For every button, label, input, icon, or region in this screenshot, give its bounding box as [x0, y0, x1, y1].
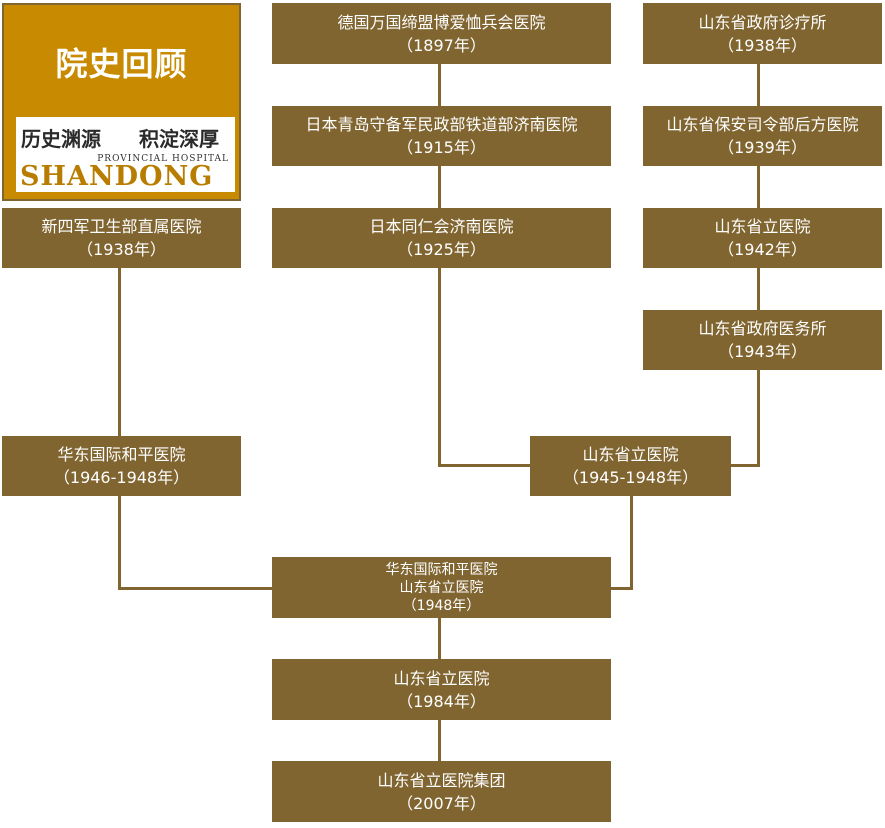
history-title: 院史回顾: [55, 45, 188, 83]
node-name: 山东省政府诊疗所: [698, 12, 827, 32]
node-provincial-1984: 山东省立医院 （1984年）: [272, 659, 611, 720]
connector-line: [118, 587, 273, 590]
connector-line: [757, 268, 760, 310]
node-year: （2007年）: [397, 793, 486, 813]
node-name-line2: 山东省立医院: [399, 579, 484, 596]
node-year: （1984年）: [397, 691, 486, 711]
connector-line: [438, 719, 441, 762]
connector-line: [118, 268, 121, 436]
node-year: （1946-1948年）: [53, 468, 190, 487]
subtitle-en: PROVINCIAL HOSPITAL: [97, 154, 229, 164]
node-name-line1: 华东国际和平医院: [385, 561, 498, 578]
node-japan-tongren-hospital: 日本同仁会济南医院 （1925年）: [272, 208, 611, 268]
connector-line: [118, 495, 121, 589]
node-name: 德国万国缔盟博爱恤兵会医院: [337, 12, 546, 32]
node-year: （1897年）: [397, 35, 486, 55]
node-year: （1938年）: [718, 35, 807, 55]
node-name: 山东省立医院: [582, 445, 679, 464]
node-year: （1943年）: [718, 342, 807, 361]
connector-line: [729, 464, 760, 467]
node-year: （1948年）: [402, 597, 481, 614]
node-merged-1948: 华东国际和平医院 山东省立医院 （1948年）: [272, 557, 611, 618]
connector-line: [438, 464, 532, 467]
node-name: 华东国际和平医院: [57, 445, 186, 464]
node-name: 日本青岛守备军民政部铁道部济南医院: [305, 115, 578, 134]
history-title-card: 院史回顾 历史渊源 积淀深厚 PROVINCIAL HOSPITAL SHAND…: [2, 3, 241, 201]
title-logo-panel: 历史渊源 积淀深厚 PROVINCIAL HOSPITAL SHANDONG: [16, 117, 235, 192]
node-name: 新四军卫生部直属医院: [41, 217, 202, 236]
connector-line: [438, 268, 441, 467]
node-name: 日本同仁会济南医院: [369, 217, 514, 236]
node-year: （1938年）: [77, 240, 166, 259]
node-xinsijun-hospital: 新四军卫生部直属医院 （1938年）: [2, 208, 241, 268]
connector-line: [757, 64, 760, 107]
node-security-rear-hospital: 山东省保安司令部后方医院 （1939年）: [643, 106, 882, 166]
node-name: 山东省政府医务所: [698, 319, 827, 338]
node-name: 山东省立医院集团: [377, 770, 506, 790]
node-group-2007: 山东省立医院集团 （2007年）: [272, 761, 611, 822]
node-year: （1942年）: [718, 240, 807, 259]
node-year: （1939年）: [718, 138, 807, 157]
connector-line: [757, 166, 760, 208]
connector-line: [438, 64, 441, 107]
slogan-right: 积淀深厚: [139, 127, 219, 151]
node-name: 山东省立医院: [714, 217, 811, 236]
node-name: 山东省保安司令部后方医院: [666, 115, 859, 134]
node-gov-medical-office: 山东省政府医务所 （1943年）: [643, 310, 882, 370]
node-year: （1925年）: [397, 240, 486, 259]
connector-line: [757, 370, 760, 467]
node-provincial-1942: 山东省立医院 （1942年）: [643, 208, 882, 268]
node-provincial-1945: 山东省立医院 （1945-1948年）: [530, 436, 731, 496]
node-huadong-peace-hospital: 华东国际和平医院 （1946-1948年）: [2, 436, 241, 496]
connector-line: [438, 166, 441, 208]
node-name: 山东省立医院: [393, 668, 490, 688]
node-japan-railway-hospital: 日本青岛守备军民政部铁道部济南医院 （1915年）: [272, 106, 611, 166]
node-year: （1945-1948年）: [562, 468, 699, 487]
connector-line: [609, 587, 633, 590]
slogan-left: 历史渊源: [21, 127, 101, 151]
connector-line: [438, 617, 441, 659]
node-year: （1915年）: [397, 138, 486, 157]
node-gov-clinic: 山东省政府诊疗所 （1938年）: [643, 3, 882, 64]
brand-en: SHANDONG: [20, 161, 214, 192]
node-german-hospital: 德国万国缔盟博爱恤兵会医院 （1897年）: [272, 3, 611, 64]
connector-line: [630, 495, 633, 589]
